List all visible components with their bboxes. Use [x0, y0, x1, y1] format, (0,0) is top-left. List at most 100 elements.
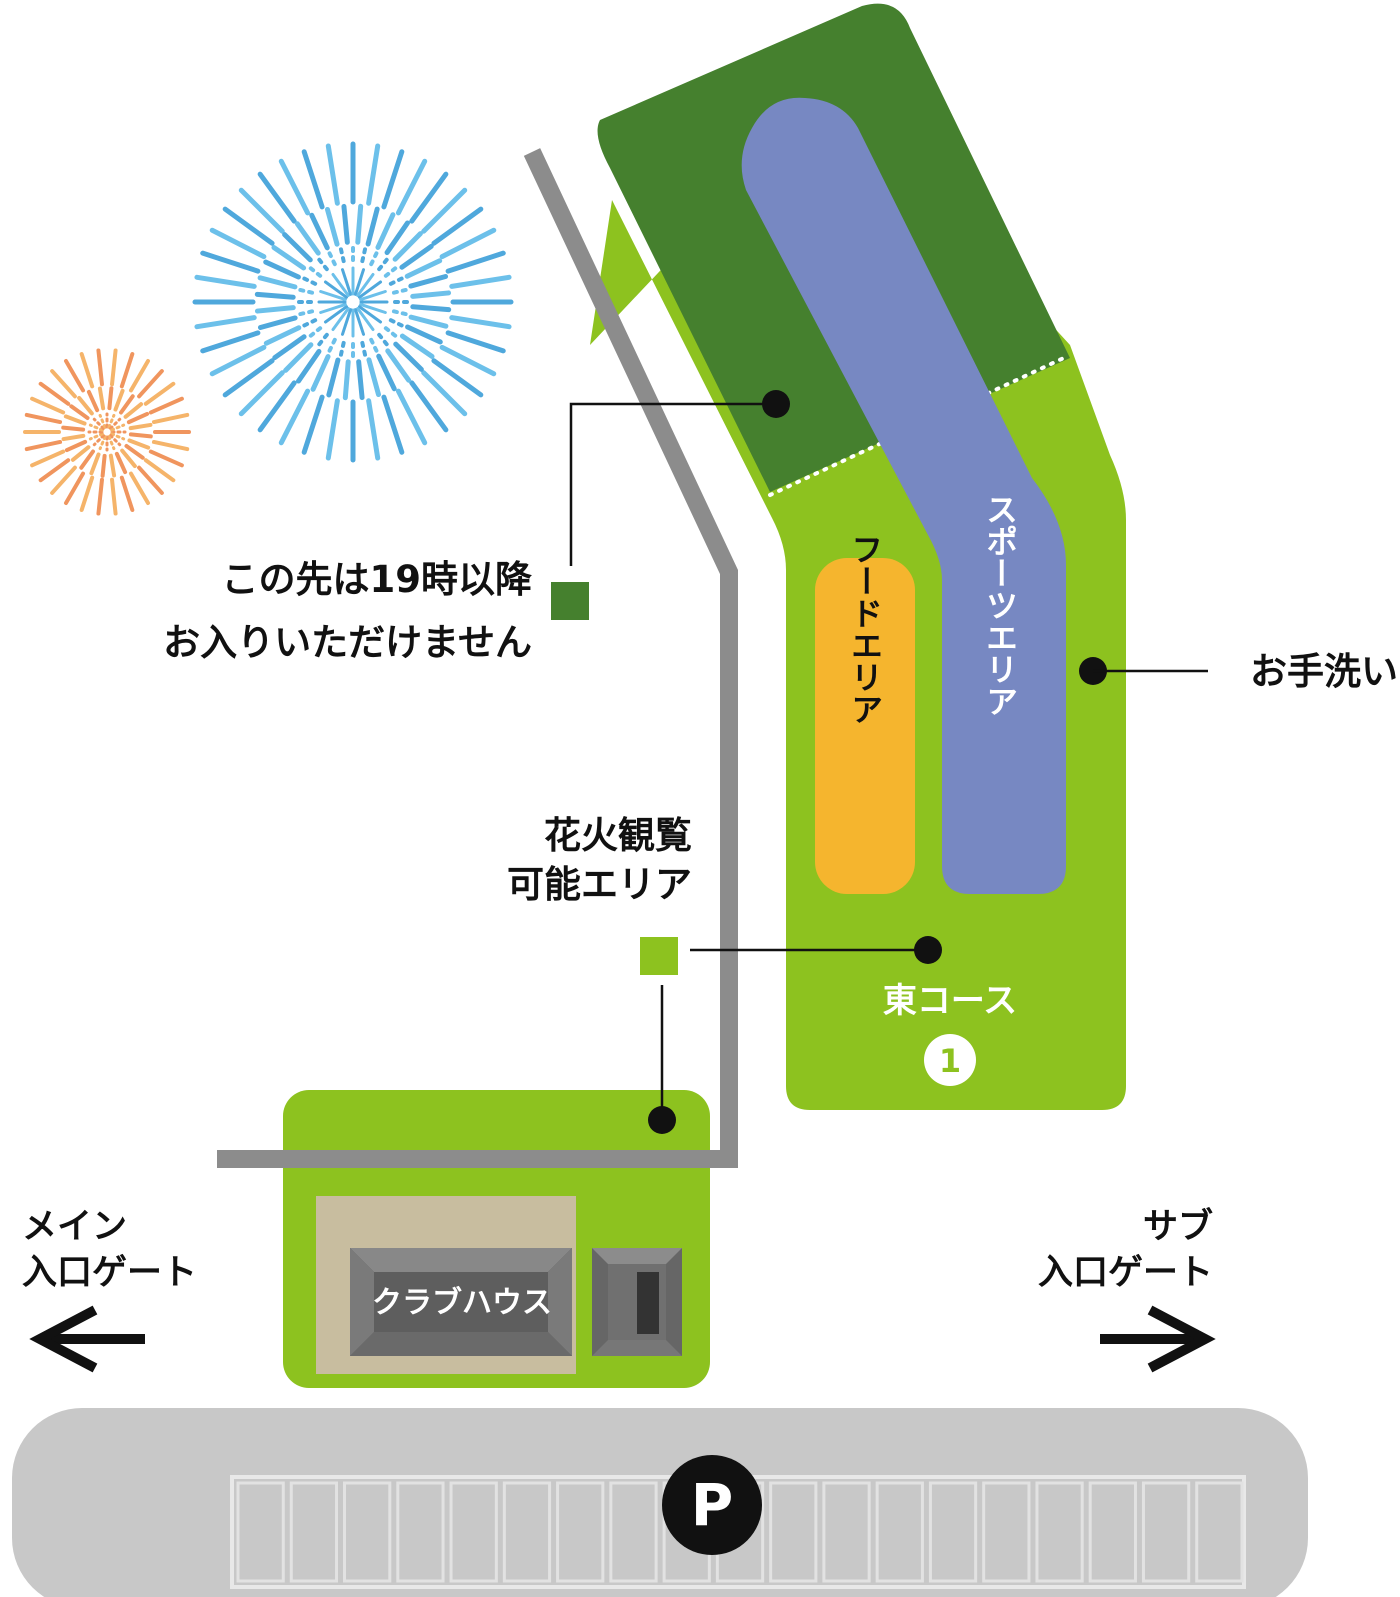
firework-ray — [319, 302, 347, 315]
firework-ray — [393, 341, 424, 372]
firework-ray — [89, 452, 101, 476]
firework-ray — [340, 308, 353, 336]
firework-ray — [88, 423, 104, 432]
firework-ray — [50, 465, 77, 495]
restricted-callout-line — [569, 402, 776, 566]
firework-ray — [148, 396, 184, 415]
firework-ray — [421, 187, 468, 234]
firework-ray — [283, 342, 314, 373]
firework-ray — [86, 389, 100, 413]
firework-ray — [365, 206, 380, 247]
clubhouse-building — [350, 1248, 572, 1356]
firework-ray — [338, 243, 346, 264]
firework-ray — [108, 453, 117, 478]
firework-ray — [395, 388, 428, 446]
firework-ray — [359, 302, 387, 315]
firework-ray — [431, 206, 484, 246]
firework-ray — [137, 369, 164, 399]
firework-ray — [278, 388, 311, 446]
main-gate-line-1: メイン — [22, 1207, 127, 1247]
firework-ray — [24, 412, 63, 425]
firework-ray — [77, 395, 94, 416]
firework-ray — [355, 203, 364, 245]
firework-ray — [109, 434, 122, 447]
firework-ray — [408, 314, 449, 329]
parking-space — [502, 1481, 552, 1583]
firework-ray — [341, 203, 350, 245]
food-area-label-group: フードエリア — [846, 533, 884, 725]
sports-area-label: スポーツエリア — [981, 493, 1019, 717]
firework-ray — [79, 449, 95, 470]
firework-ray — [238, 187, 285, 234]
sub-gate-line-2: 入口ゲート — [1038, 1253, 1213, 1293]
parking-space — [396, 1481, 445, 1583]
viewing-legend-swatch — [640, 937, 678, 975]
firework-ray — [360, 243, 368, 264]
firework-ray — [120, 448, 137, 469]
firework-ray — [298, 318, 318, 330]
firework-orange-icon — [23, 348, 191, 516]
parking-lot — [12, 1408, 1308, 1597]
firework-ray — [325, 337, 337, 357]
firework-ray — [319, 289, 347, 302]
firework-ray — [309, 212, 330, 251]
firework-ray — [383, 326, 401, 341]
firework-ray — [431, 358, 484, 398]
firework-ray — [119, 352, 135, 389]
firework-ray — [294, 221, 321, 256]
firework-ray — [79, 475, 95, 512]
firework-ray — [96, 477, 104, 516]
firework-ray — [254, 291, 296, 300]
firework-ray — [123, 402, 144, 419]
firework-ray — [263, 259, 301, 280]
parking-space — [289, 1481, 339, 1583]
course-number: 1 — [939, 1042, 961, 1080]
parking-space — [1195, 1481, 1244, 1583]
sports-area-label-group: スポーツエリア — [981, 493, 1019, 717]
firework-ray — [272, 334, 307, 361]
firework-ray — [61, 425, 86, 432]
firework-ray — [325, 398, 340, 461]
firework-ray — [107, 435, 116, 451]
firework-ray — [383, 263, 401, 278]
parking-space — [1141, 1481, 1191, 1583]
firework-ray — [409, 380, 449, 433]
firework-ray — [194, 315, 257, 330]
firework-ray — [137, 465, 164, 495]
firework-ray — [113, 388, 125, 412]
firework-ray — [323, 305, 349, 324]
firework-ray — [257, 275, 298, 290]
firework-ray — [395, 158, 428, 216]
firework-ray — [151, 412, 190, 425]
restricted-legend-swatch — [551, 582, 589, 620]
firework-ray — [331, 306, 350, 332]
firework-ray — [377, 332, 392, 350]
firework-ray — [282, 232, 313, 263]
firework-ray — [296, 348, 322, 384]
firework-ray — [110, 423, 126, 432]
firework-ray — [384, 220, 410, 256]
parking-space — [928, 1481, 978, 1583]
firework-ray — [124, 444, 145, 460]
sports-area — [741, 97, 1066, 894]
sub-gate-line-1: サブ — [1143, 1206, 1213, 1247]
firework-ray — [96, 348, 104, 387]
firework-ray — [61, 433, 86, 442]
firework-ray — [100, 453, 107, 478]
firework-ray — [399, 243, 434, 270]
firework-ray — [92, 417, 105, 430]
firework-ray — [200, 250, 261, 274]
firework-ray — [391, 287, 412, 295]
restricted-callout-dot — [762, 390, 790, 418]
firework-ray — [257, 171, 297, 224]
parking-space — [769, 1481, 818, 1583]
firework-ray — [238, 370, 285, 417]
firework-ray — [129, 358, 150, 393]
firework-ray — [38, 458, 71, 483]
firework-ray — [301, 394, 325, 455]
firework-ray — [148, 449, 184, 468]
firework-ray — [30, 396, 66, 415]
firework-ray — [64, 439, 88, 453]
firework-ray — [254, 305, 296, 314]
parking-space — [875, 1481, 924, 1583]
